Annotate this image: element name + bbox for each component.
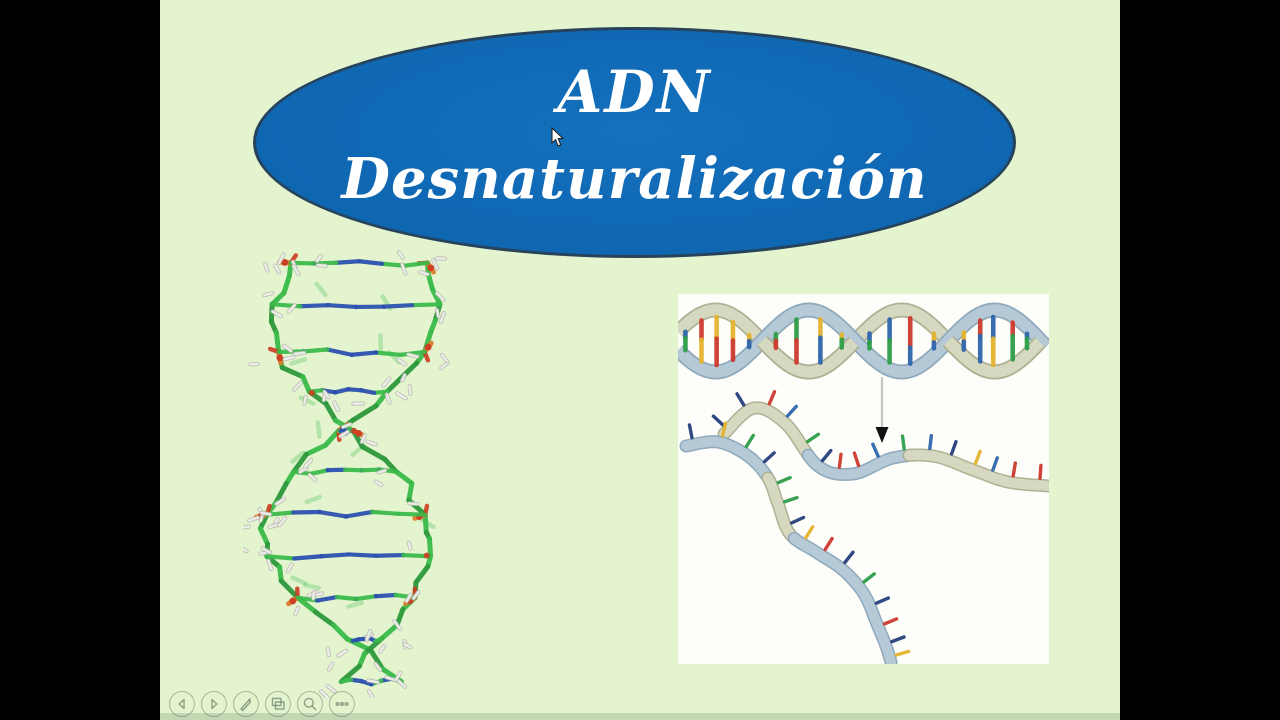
dna-denaturation-figure: [678, 294, 1049, 664]
more-options-button[interactable]: [329, 691, 355, 717]
next-arrow-icon: [211, 698, 218, 710]
previous-arrow-icon: [178, 698, 185, 710]
slide-title-line2: Desnaturalización: [341, 146, 928, 212]
dna-stick-model-figure: [243, 250, 450, 698]
title-ellipse: ADN Desnaturalización: [253, 27, 1016, 258]
zoom-slide-button[interactable]: [297, 691, 323, 717]
slides-grid-icon: [271, 697, 285, 710]
see-all-slides-button[interactable]: [265, 691, 291, 717]
magnifier-icon: [303, 697, 317, 711]
next-slide-button[interactable]: [201, 691, 227, 717]
presenter-controls-bar: [169, 691, 355, 717]
mouse-cursor: [551, 127, 565, 147]
pen-icon: [240, 698, 252, 712]
dna-denaturation-drawing: [678, 302, 1049, 664]
slide-bottom-edge: [160, 713, 1120, 720]
pen-tool-button[interactable]: [233, 691, 259, 717]
slide-title-line1: ADN: [557, 58, 712, 126]
ellipsis-icon: [335, 701, 349, 706]
previous-slide-button[interactable]: [169, 691, 195, 717]
letterbox-left: [0, 0, 160, 720]
letterbox-right: [1120, 0, 1280, 720]
